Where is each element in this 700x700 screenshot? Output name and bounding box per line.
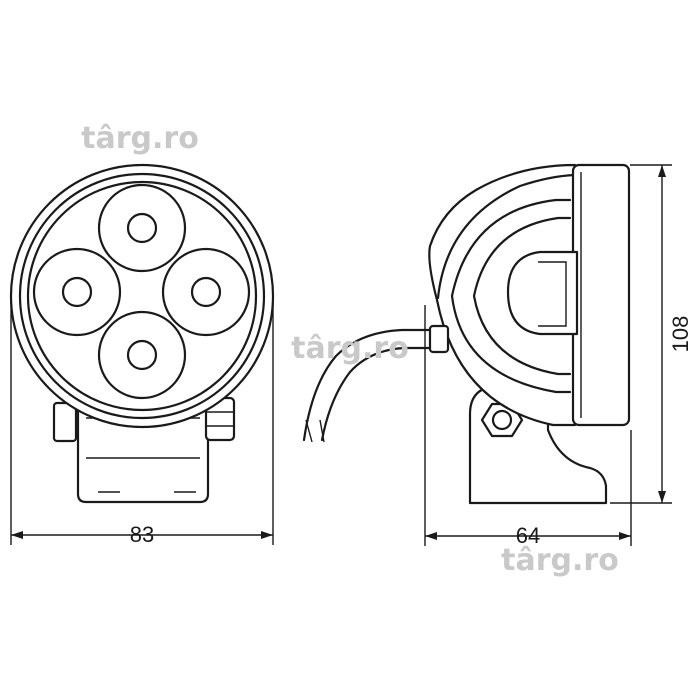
watermark-top: târg.ro [81, 121, 199, 156]
front-view: 83 [9, 163, 275, 547]
led-left [32, 247, 122, 337]
mount-nut [480, 402, 524, 438]
side-housing [428, 163, 631, 427]
width-value: 83 [130, 522, 154, 547]
side-view: 64 108 [302, 163, 693, 548]
watermark-middle: târg.ro [291, 331, 409, 366]
front-lens [26, 180, 258, 412]
front-housing-ring [18, 172, 266, 420]
led-bottom [97, 310, 187, 400]
depth-dimension: 64 [424, 305, 632, 548]
front-housing-outer [9, 163, 275, 429]
front-bracket [52, 396, 236, 504]
depth-value: 64 [516, 523, 540, 548]
led-right [161, 247, 251, 337]
cable [302, 328, 440, 443]
led-top [97, 183, 187, 273]
height-value: 108 [668, 316, 693, 353]
side-window [506, 250, 579, 336]
width-dimension: 83 [10, 300, 274, 547]
height-dimension: 108 [610, 164, 693, 504]
watermark-bottom: târg.ro [501, 543, 619, 578]
